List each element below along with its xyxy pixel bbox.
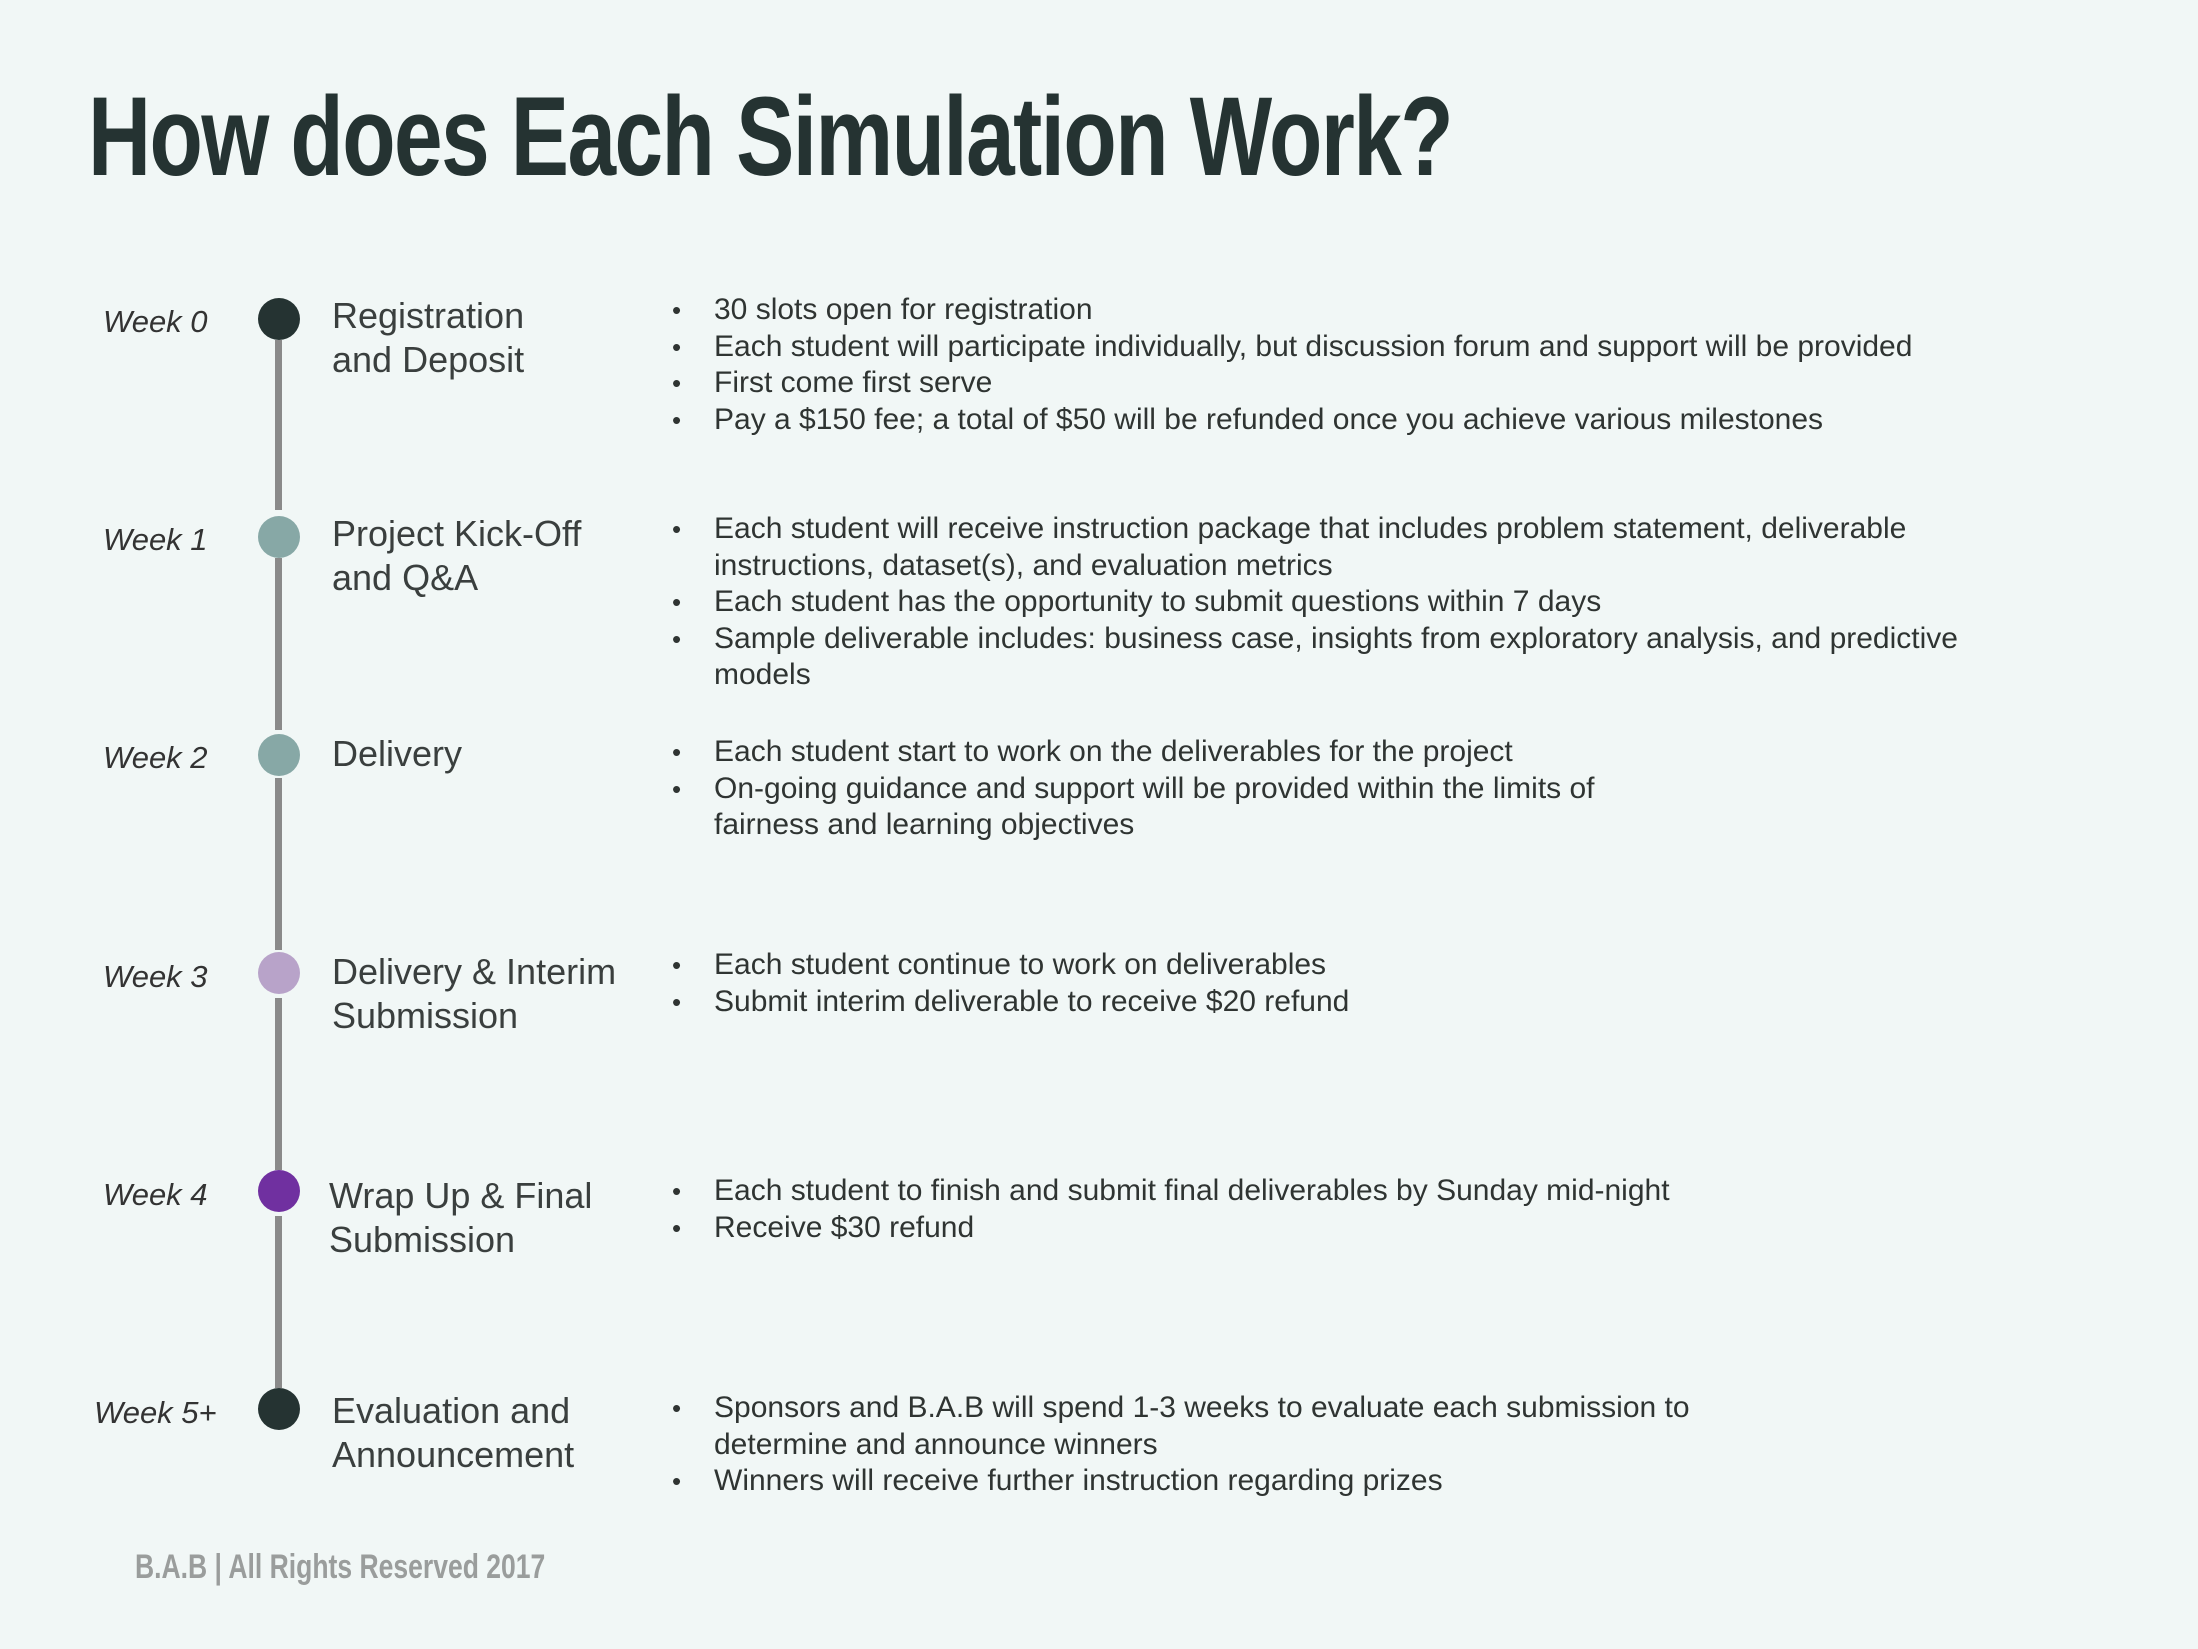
week-label: Week 1 [103,522,208,557]
phase-title-line: Project Kick-Off [332,513,582,554]
week-label: Week 0 [103,304,208,339]
phase-bullets: Sponsors and B.A.B will spend 1-3 weeks … [672,1390,1722,1500]
phase-title: Wrap Up & Final Submission [329,1174,592,1262]
page-title: How does Each Simulation Work? [88,74,1454,199]
phase-title-line: Evaluation and [332,1390,571,1431]
week-label: Week 2 [103,740,208,775]
timeline-line [275,340,282,510]
timeline-line [275,998,282,1170]
bullet-item: Receive $30 refund [672,1210,1972,1247]
phase-title-line: Registration [332,295,525,336]
bullet-item: Each student start to work on the delive… [672,734,1622,771]
week-label: Week 4 [103,1177,208,1212]
bullet-item: Each student will participate individual… [672,329,1972,366]
phase-title: Delivery [332,732,462,776]
bullet-item: Winners will receive further instruction… [672,1463,1722,1500]
timeline-dot [258,1388,300,1430]
phase-title: Registration and Deposit [332,294,524,382]
phase-bullets: Each student start to work on the delive… [672,734,1622,844]
bullet-item: Each student to finish and submit final … [672,1173,1972,1210]
phase-title-line: Announcement [332,1434,575,1475]
bullet-item: On-going guidance and support will be pr… [672,771,1622,844]
phase-bullets: Each student will receive instruction pa… [672,511,1972,694]
timeline-line [275,1216,282,1388]
footer-copyright: B.A.B | All Rights Reserved 2017 [135,1548,546,1586]
timeline-line [275,778,282,950]
phase-bullets: Each student to finish and submit final … [672,1173,1972,1246]
bullet-item: First come first serve [672,365,1972,402]
phase-bullets: Each student continue to work on deliver… [672,947,1972,1020]
phase-title: Delivery & Interim Submission [332,950,616,1038]
phase-bullets: 30 slots open for registration Each stud… [672,292,1972,438]
bullet-item: Pay a $150 fee; a total of $50 will be r… [672,402,1972,439]
phase-title-line: Submission [329,1219,516,1260]
bullet-item: Each student continue to work on deliver… [672,947,1972,984]
week-label: Week 5+ [94,1395,217,1430]
bullet-item: Sample deliverable includes: business ca… [672,621,1972,694]
timeline-dot [258,952,300,994]
bullet-item: Sponsors and B.A.B will spend 1-3 weeks … [672,1390,1722,1463]
bullet-item: Each student will receive instruction pa… [672,511,1972,584]
timeline-line [275,558,282,730]
timeline-dot [258,1170,300,1212]
bullet-item: Submit interim deliverable to receive $2… [672,984,1972,1021]
timeline-dot [258,516,300,558]
timeline-dot [258,734,300,776]
phase-title-line: Wrap Up & Final [329,1175,593,1216]
timeline-dot [258,298,300,340]
phase-title-line: Submission [332,995,519,1036]
week-label: Week 3 [103,959,208,994]
bullet-item: 30 slots open for registration [672,292,1972,329]
phase-title-line: Delivery [332,733,463,774]
phase-title-line: and Deposit [332,339,525,380]
phase-title: Evaluation and Announcement [332,1389,574,1477]
phase-title: Project Kick-Off and Q&A [332,512,581,600]
phase-title-line: and Q&A [332,557,479,598]
phase-title-line: Delivery & Interim [332,951,617,992]
bullet-item: Each student has the opportunity to subm… [672,584,1972,621]
